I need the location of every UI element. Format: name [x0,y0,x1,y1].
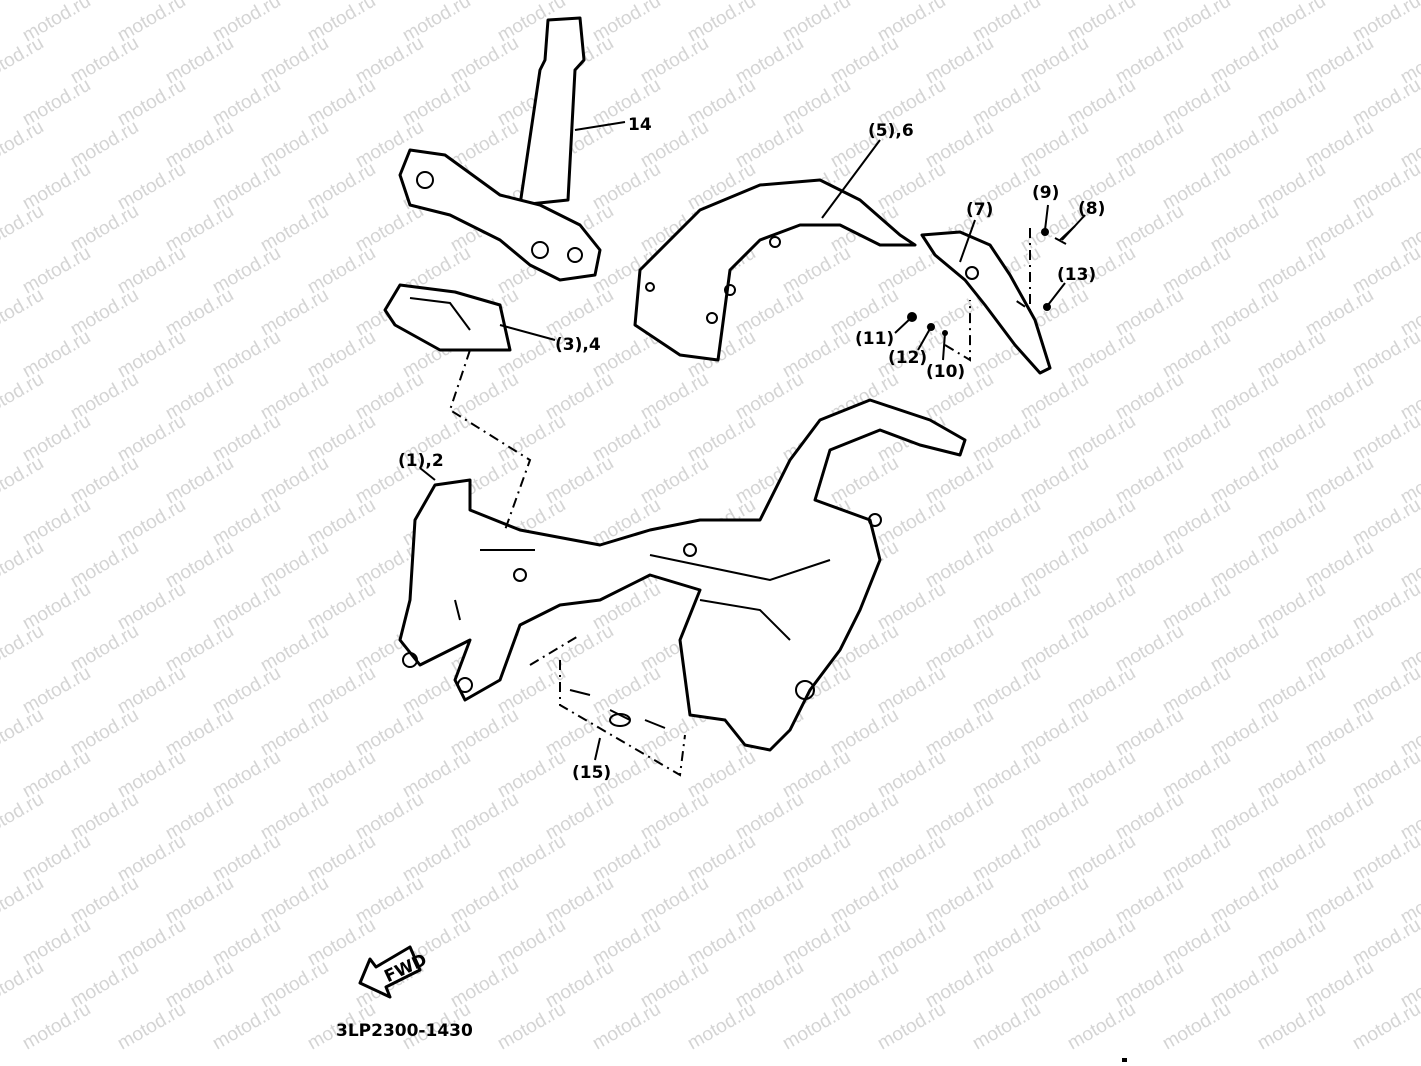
callout-3-4: (3),4 [555,335,601,355]
callout-5-6: (5),6 [868,121,914,141]
callout-14: 14 [628,115,652,135]
watermark-text: motod.ru [874,999,949,1055]
callout-8: (8) [1078,199,1105,219]
leader-lines [419,121,1086,777]
watermark-text: motod.ru [0,369,47,425]
watermark-text: motod.ru [0,705,47,761]
watermark-text: motod.ru [0,0,47,4]
watermark-text: motod.ru [0,621,47,677]
watermark-text: motod.ru [1397,0,1421,4]
watermark-text: motod.ru [0,957,47,1013]
rear-flap-part [920,230,1052,375]
callout-7: (7) [966,200,993,220]
callout-15: (15) [572,763,611,783]
cover-part [383,283,512,352]
watermark-text: motod.ru [1064,999,1139,1055]
watermark-text: motod.ru [0,285,47,341]
callout-9: (9) [1032,183,1059,203]
watermark-text: motod.ru [779,999,854,1055]
callout-10: (10) [926,362,965,382]
main-frame-part [398,398,967,752]
rear-fender-part [633,178,917,362]
watermark-text: motod.ru [0,873,47,929]
watermark-text: motod.ru [19,999,94,1055]
watermark-text: motod.ru [1159,999,1234,1055]
watermark-text: motod.ru [0,201,47,257]
watermark-text: motod.ru [684,999,759,1055]
watermark-text: motod.ru [209,999,284,1055]
watermark-text: motod.ru [0,537,47,593]
callout-1-2: (1),2 [398,451,444,471]
callout-13: (13) [1057,265,1096,285]
watermark-text: motod.ru [589,999,664,1055]
watermark-text: motod.ru [494,999,569,1055]
watermark-text: motod.ru [0,117,47,173]
watermark-text: motod.ru [1349,999,1421,1055]
watermark-text: motod.ru [1254,999,1329,1055]
callout-11: (11) [855,329,894,349]
watermark-text: motod.ru [0,33,47,89]
callout-12: (12) [888,348,927,368]
watermark-text: motod.ru [0,789,47,845]
watermark-text: motod.ru [0,453,47,509]
under-bracket-part [398,16,602,282]
watermark-text: motod.ru [114,999,189,1055]
mark-dot [1122,1058,1127,1062]
bracket-set-part [569,689,666,729]
diagram-code: 3LP2300-1430 [336,1021,473,1041]
watermark-text: motod.ru [969,999,1044,1055]
